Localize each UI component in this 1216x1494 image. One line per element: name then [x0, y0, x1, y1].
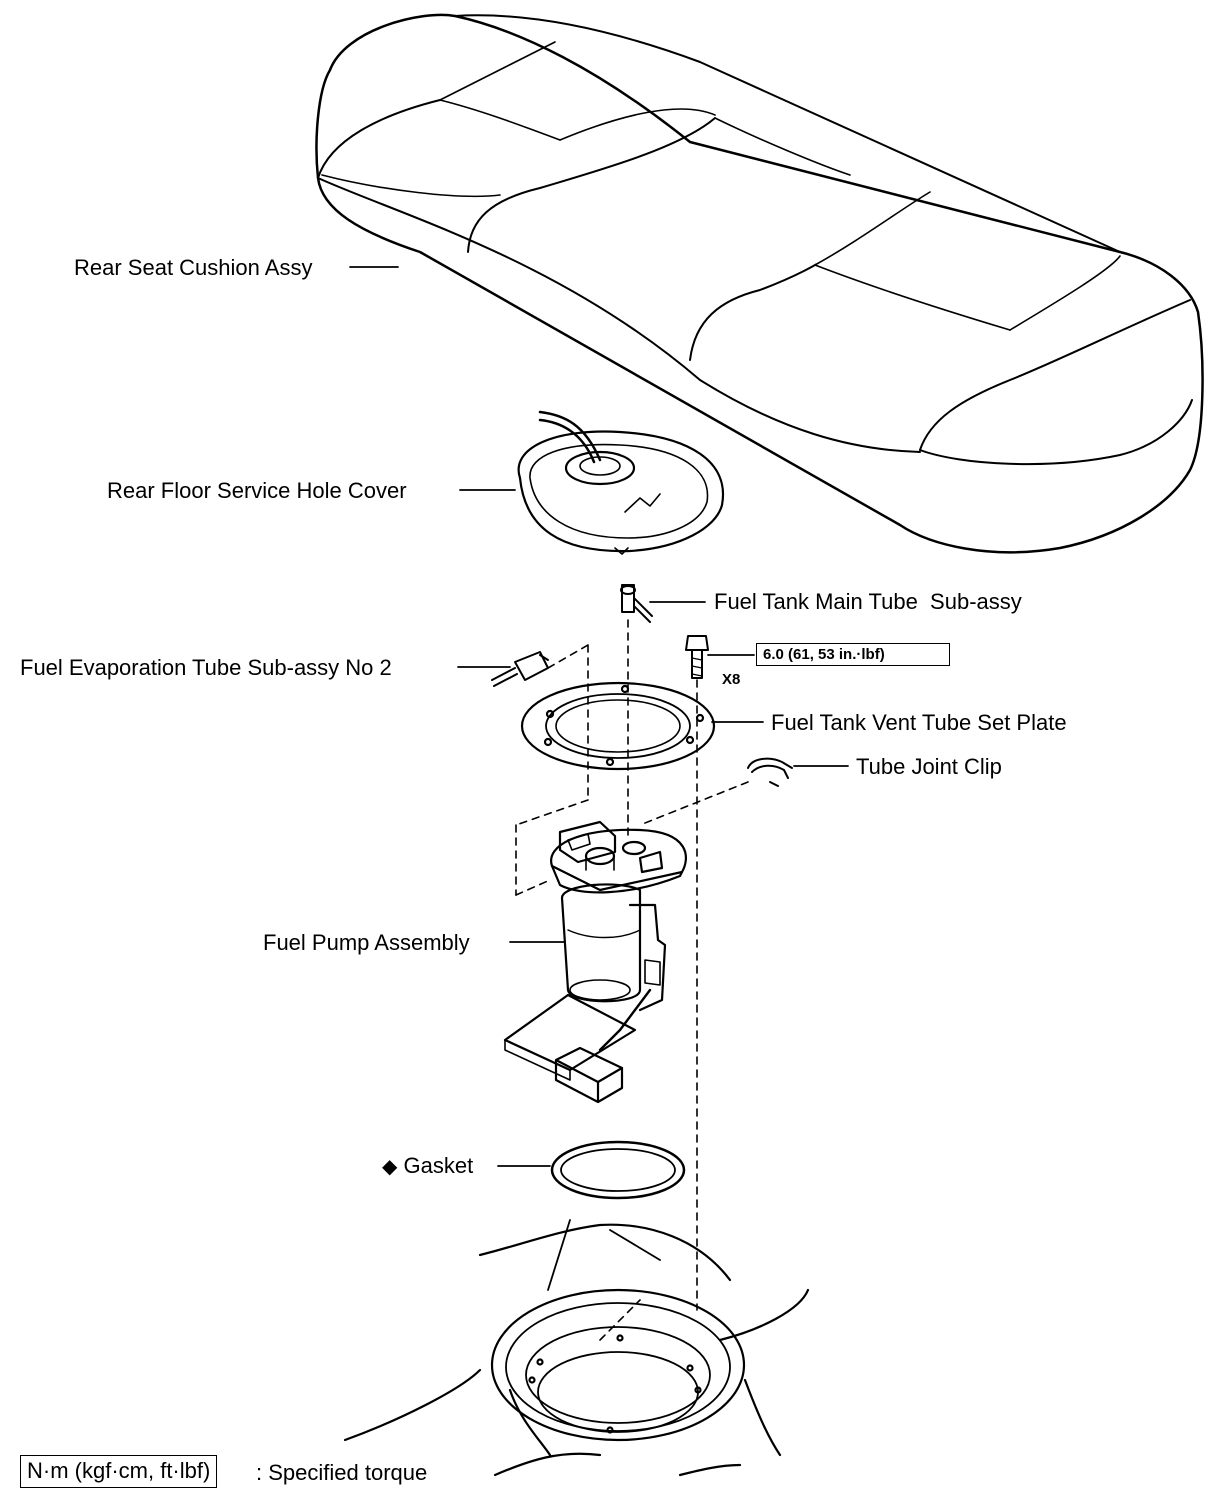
label-evaporation-tube: Fuel Evaporation Tube Sub-assy No 2: [20, 655, 392, 680]
label-main-tube: Fuel Tank Main Tube Sub-assy: [714, 589, 1022, 614]
gasket-drawing: [550, 1140, 686, 1200]
label-rear-seat-cushion: Rear Seat Cushion Assy: [74, 255, 313, 280]
label-tube-joint-clip: Tube Joint Clip: [856, 754, 1002, 779]
non-reusable-diamond-icon: ◆: [382, 1156, 398, 1178]
bolt-drawing: [685, 635, 709, 679]
tube-joint-clip-drawing: [747, 757, 793, 787]
legend-unit-text: N·m (kgf·cm, ft·lbf): [27, 1458, 211, 1483]
torque-legend-box: N·m (kgf·cm, ft·lbf): [20, 1455, 218, 1488]
legend-description: : Specified torque: [256, 1460, 428, 1485]
label-vent-tube-plate: Fuel Tank Vent Tube Set Plate: [771, 710, 1067, 735]
evap-tube-drawing: [491, 651, 549, 687]
label-service-hole-cover: Rear Floor Service Hole Cover: [107, 478, 407, 503]
bolt-quantity: X8: [722, 671, 741, 688]
service-hole-cover-drawing: [517, 410, 725, 555]
fuel-tank-opening-drawing: [343, 1219, 810, 1477]
rear-seat-cushion-drawing: [315, 13, 1204, 554]
label-fuel-pump: Fuel Pump Assembly: [263, 930, 470, 955]
torque-value: 6.0 (61, 53 in.·lbf): [763, 646, 885, 663]
vent-tube-set-plate-drawing: [520, 681, 716, 771]
label-gasket-row: ◆ Gasket: [382, 1153, 474, 1178]
main-tube-drawing: [620, 584, 653, 623]
torque-spec-box: 6.0 (61, 53 in.·lbf): [756, 643, 950, 666]
assembly-guide-lines: [515, 619, 749, 1341]
label-gasket: Gasket: [403, 1153, 474, 1178]
fuel-pump-assembly-drawing: [503, 820, 688, 1104]
